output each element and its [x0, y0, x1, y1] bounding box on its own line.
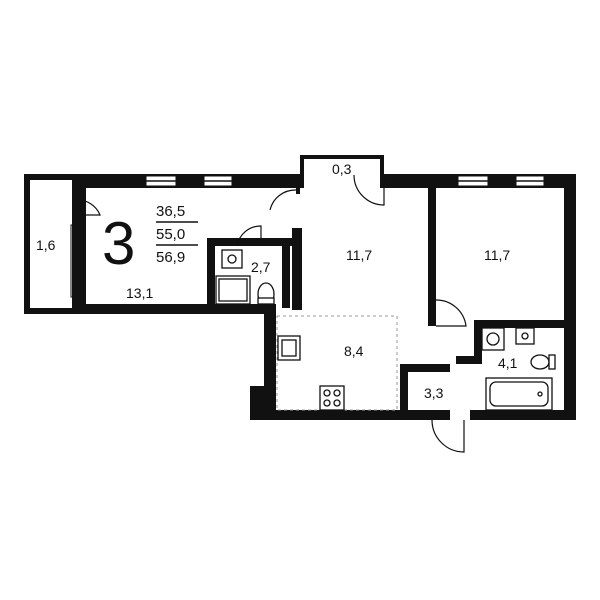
room-count: 3 — [102, 210, 135, 277]
total-area-with-balcony: 56,9 — [156, 249, 185, 266]
fixtures — [215, 249, 556, 411]
bathroom-small-area: 2,7 — [251, 259, 271, 275]
closet-area: 0,3 — [332, 161, 352, 177]
room-left-area: 13,1 — [126, 285, 153, 301]
living-area: 36,5 — [156, 203, 185, 220]
toilet-icon-2 — [530, 354, 550, 370]
stove-icon — [319, 385, 345, 411]
kitchen-zone-outline — [276, 315, 398, 411]
bathroom-large-area: 4,1 — [498, 355, 518, 371]
summary-block: 3 36,5 55,0 56,9 — [102, 203, 198, 277]
room-center-area: 11,7 — [346, 247, 372, 263]
kitchen-area: 8,4 — [344, 343, 364, 359]
interior-walls — [207, 155, 564, 414]
hall-area: 3,3 — [424, 385, 444, 401]
doors — [75, 174, 467, 453]
windows — [145, 175, 545, 187]
room-labels: 1,6 13,1 2,7 0,3 11,7 11,7 8,4 3,3 4,1 — [36, 161, 518, 401]
total-area: 55,0 — [156, 226, 185, 243]
room-right-area: 11,7 — [484, 247, 510, 263]
balcony-area: 1,6 — [36, 237, 56, 253]
